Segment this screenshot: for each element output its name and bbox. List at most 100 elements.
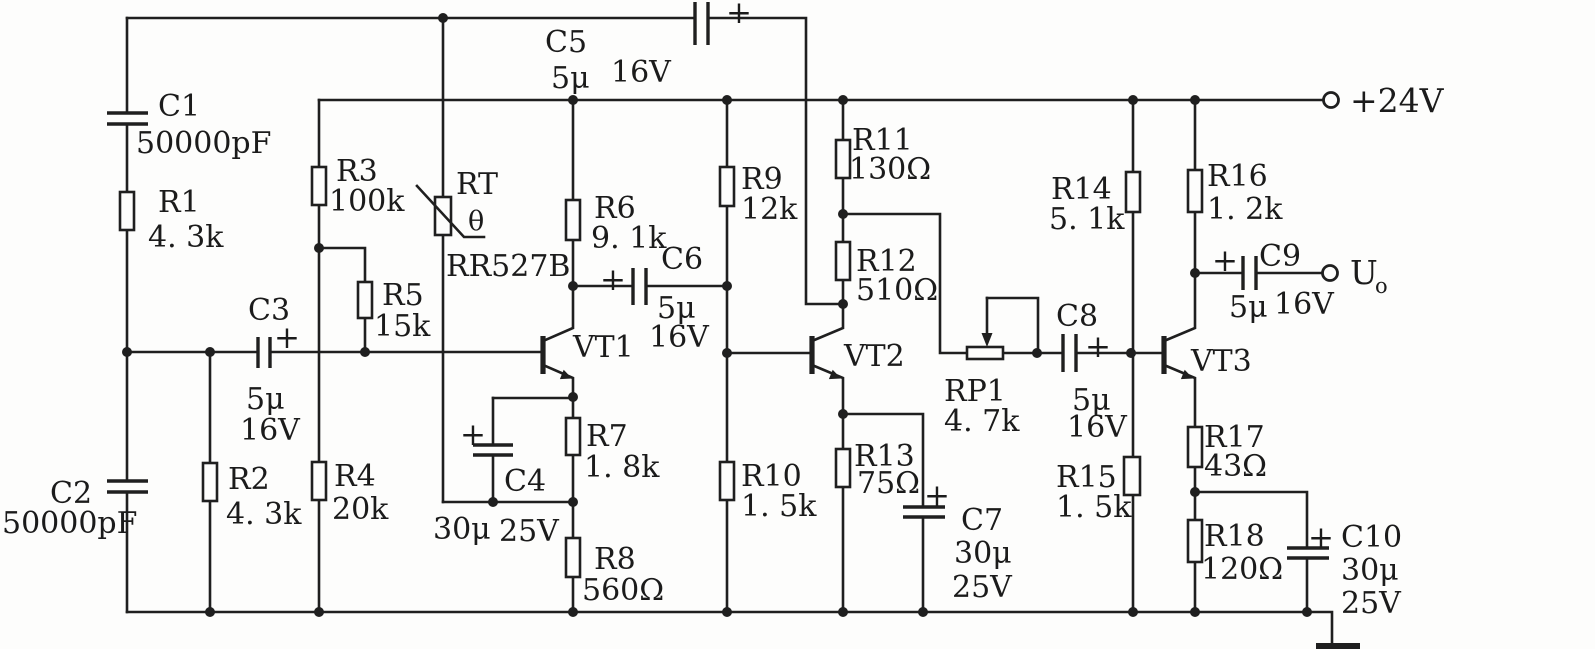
junction-dot xyxy=(488,497,498,507)
label-r14-ref: R14 xyxy=(1051,172,1112,207)
label-c6-ref: C6 xyxy=(661,242,703,277)
junction-dot xyxy=(1126,348,1136,358)
label-rp1-ref: RP1 xyxy=(944,374,1006,409)
wire-feedback-top-right xyxy=(706,16,845,306)
power-terminal xyxy=(1322,91,1340,109)
label-r1-val: 4. 3k xyxy=(148,220,224,255)
label-c7-v1: 30μ xyxy=(954,536,1012,571)
r9-resistor xyxy=(718,165,736,208)
label-r13-ref: R13 xyxy=(854,439,915,474)
junction-dot xyxy=(360,347,370,357)
label-r13-val: 75Ω xyxy=(857,466,920,501)
wire-vt1-collector xyxy=(541,284,575,343)
c2-capacitor xyxy=(107,479,148,494)
label-r10-val: 1. 5k xyxy=(741,489,817,524)
label-c7-plus: + xyxy=(924,478,950,514)
junction-dot xyxy=(122,347,132,357)
junction-dot xyxy=(438,13,448,23)
label-output-terminal: U xyxy=(1350,253,1378,292)
c4-capacitor xyxy=(473,443,513,457)
label-r4-ref: R4 xyxy=(334,459,376,494)
wire-vt3-emitter xyxy=(1162,363,1197,614)
label-c4-v2: 25V xyxy=(499,514,560,549)
r14-resistor xyxy=(1124,170,1142,214)
junction-dot xyxy=(205,347,215,357)
label-r1-ref: R1 xyxy=(158,185,200,220)
label-c5-v2: 16V xyxy=(611,55,672,90)
label-c5-plus: + xyxy=(726,0,752,31)
wire-vt1-emitter xyxy=(541,363,575,614)
rt-thermistor-stroke xyxy=(415,184,486,239)
label-r15-ref: R15 xyxy=(1056,460,1117,495)
junction-dot xyxy=(1190,487,1200,497)
junction-dot xyxy=(722,348,732,358)
junction-dot xyxy=(1302,607,1312,617)
label-r11-val: 130Ω xyxy=(849,152,931,187)
labels: C1 50000pF R1 4. 3k C2 50000pF R2 4. 3k … xyxy=(2,0,1445,621)
c5-capacitor xyxy=(693,2,710,45)
junction-dot xyxy=(1190,95,1200,105)
label-c9-v2: 16V xyxy=(1274,287,1335,322)
label-rp1-val: 4. 7k xyxy=(944,404,1020,439)
ground-symbol xyxy=(1316,643,1360,649)
resistor-bodies xyxy=(118,138,1204,579)
junction-dot xyxy=(1128,95,1138,105)
c9-capacitor xyxy=(1241,256,1258,290)
label-c4-plus: + xyxy=(460,417,486,453)
junction-dot xyxy=(314,607,324,617)
label-r9-ref: R9 xyxy=(741,162,783,197)
label-r5-val: 15k xyxy=(374,309,431,344)
label-c10-ref: C10 xyxy=(1341,520,1402,555)
junction-dot xyxy=(568,497,578,507)
label-c4-v1: 30μ xyxy=(433,512,491,547)
label-c9-plus: + xyxy=(1212,243,1238,279)
label-c7-v2: 25V xyxy=(952,570,1013,605)
label-c1-val: 50000pF xyxy=(136,126,271,161)
r7-resistor xyxy=(564,416,582,457)
rp1-potentiometer xyxy=(965,345,1005,361)
vt3-emitter-arrow xyxy=(1180,369,1193,380)
r13-resistor xyxy=(834,447,852,489)
junction-dot xyxy=(838,95,848,105)
c8-capacitor xyxy=(1061,334,1078,372)
label-r15-val: 1. 5k xyxy=(1056,490,1132,525)
label-r7-val: 1. 8k xyxy=(584,450,660,485)
r2-resistor xyxy=(201,461,219,503)
label-c5-ref: C5 xyxy=(545,25,587,60)
wire-rp1-wiper-bracket xyxy=(985,296,1040,355)
r10-resistor xyxy=(718,460,736,502)
label-c6-v1: 5μ xyxy=(657,291,696,326)
r6-resistor xyxy=(564,198,582,242)
junction-dot xyxy=(838,607,848,617)
label-r17-ref: R17 xyxy=(1204,420,1265,455)
wire-vt3-collector xyxy=(1162,271,1197,343)
capacitor-plates xyxy=(107,2,1329,560)
junction-dot xyxy=(722,281,732,291)
junction-dot xyxy=(1032,348,1042,358)
label-r17-val: 43Ω xyxy=(1204,449,1267,484)
label-c4-ref: C4 xyxy=(504,464,546,499)
r15-resistor xyxy=(1122,455,1142,497)
r8-resistor xyxy=(564,536,582,579)
label-c6-plus: + xyxy=(600,262,626,298)
rp1-wiper-arrow xyxy=(981,333,993,347)
junction-dot xyxy=(205,607,215,617)
label-rt-part: RR527B xyxy=(446,249,570,284)
label-r16-ref: R16 xyxy=(1207,159,1268,194)
label-c9-v1: 5μ xyxy=(1229,290,1268,325)
r3-resistor xyxy=(310,165,328,207)
label-rt-symbol: θ xyxy=(468,206,484,237)
label-c3-v2: 16V xyxy=(240,413,301,448)
label-r12-ref: R12 xyxy=(856,244,917,279)
r16-resistor xyxy=(1186,168,1204,214)
label-r3-ref: R3 xyxy=(336,154,378,189)
label-r8-ref: R8 xyxy=(594,542,636,577)
label-c8-v1: 5μ xyxy=(1072,383,1111,418)
wire-c10-top xyxy=(1193,490,1309,550)
junction-dot xyxy=(568,392,578,402)
label-r9-val: 12k xyxy=(741,192,798,227)
label-c8-plus: + xyxy=(1085,329,1111,365)
label-c10-v1: 30μ xyxy=(1341,553,1399,588)
